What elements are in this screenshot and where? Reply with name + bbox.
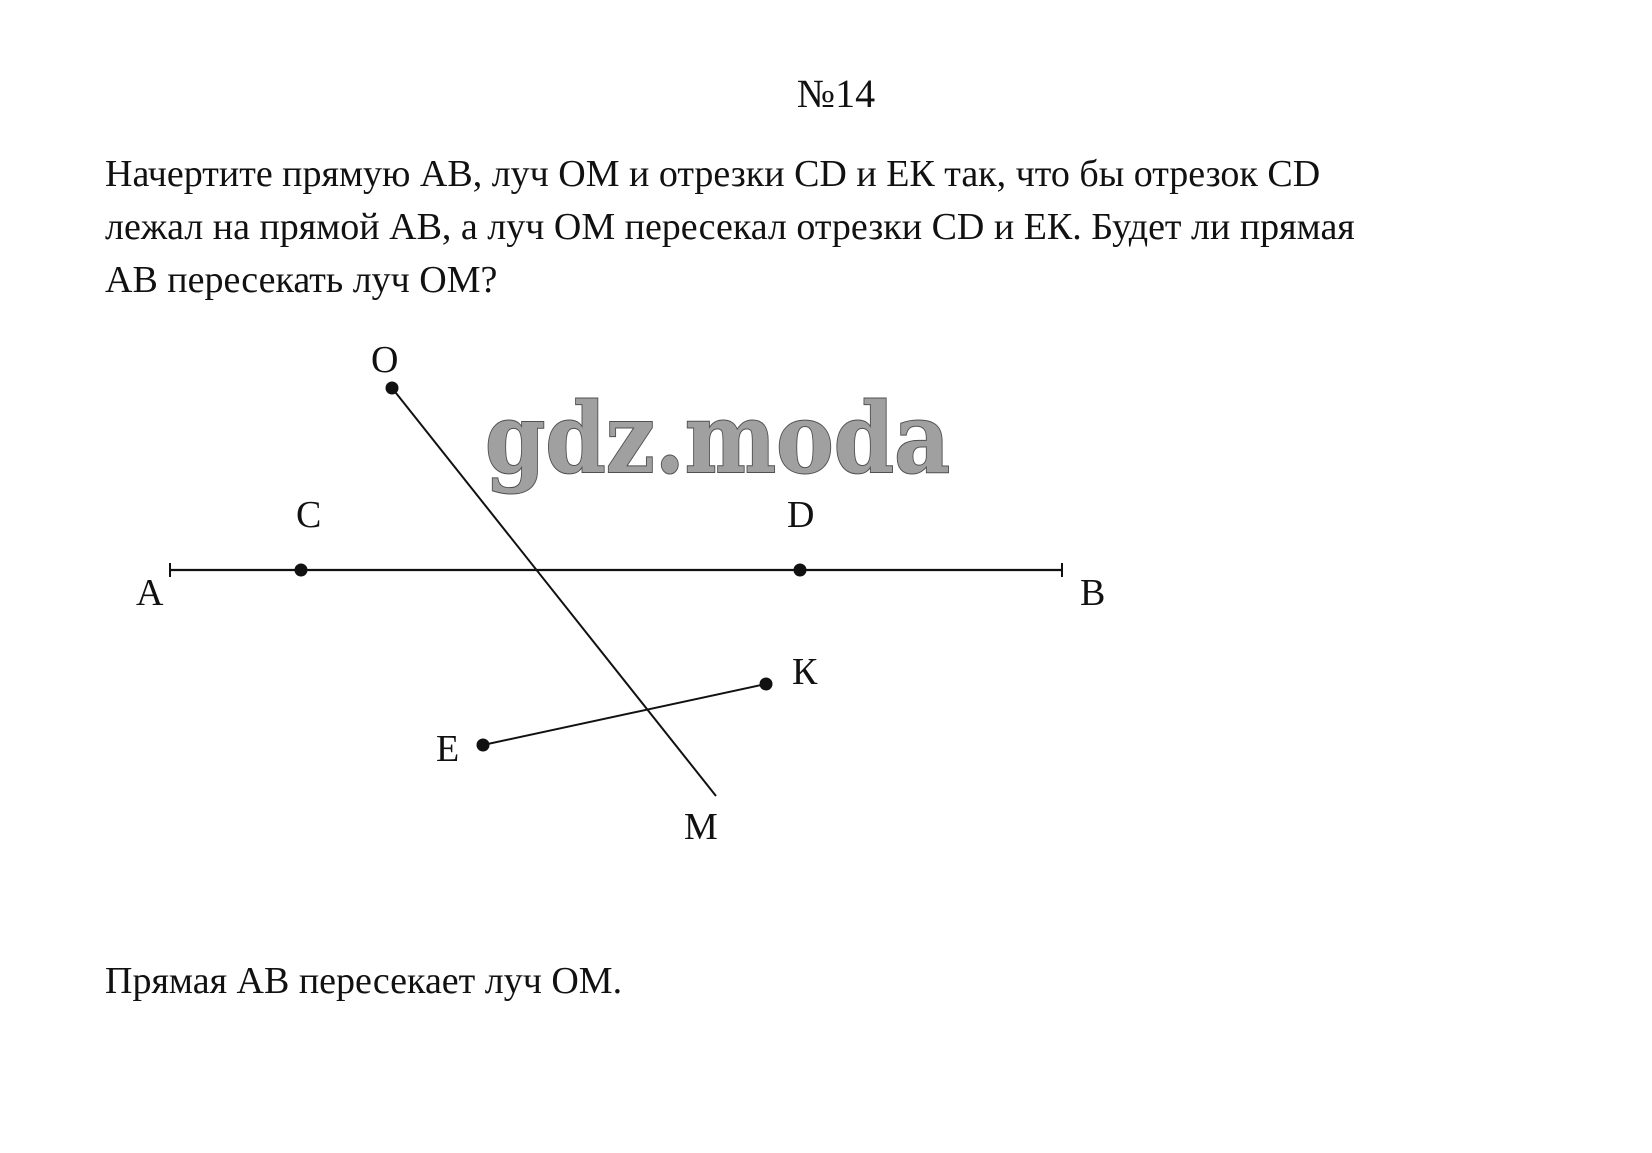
label-c: C [296, 494, 321, 536]
watermark: gdz.moda [485, 382, 950, 495]
task-line: Начертите прямую АВ, луч ОМ и отрезки CD… [105, 153, 1321, 195]
segment-ek [482, 683, 767, 746]
problem-number: №14 [796, 71, 876, 116]
point-k [759, 677, 773, 691]
task-line: лежал на прямой АВ, а луч ОМ пересекал о… [105, 206, 1355, 248]
ray-om [391, 387, 717, 797]
task-line: АВ пересекать луч ОМ? [105, 259, 498, 301]
label-e: E [436, 728, 459, 770]
point-o [385, 381, 399, 395]
task-statement: Начертите прямую АВ, луч ОМ и отрезки CD… [105, 148, 1555, 307]
label-d: D [787, 494, 814, 536]
point-d [793, 563, 807, 577]
answer-text: Прямая АВ пересекает луч ОМ. [105, 960, 623, 1002]
label-o: O [371, 339, 398, 381]
label-m: M [684, 806, 718, 848]
label-k: К [792, 651, 818, 693]
label-a: A [136, 572, 164, 614]
label-b: B [1080, 572, 1105, 614]
point-c [294, 563, 308, 577]
point-e [476, 738, 490, 752]
